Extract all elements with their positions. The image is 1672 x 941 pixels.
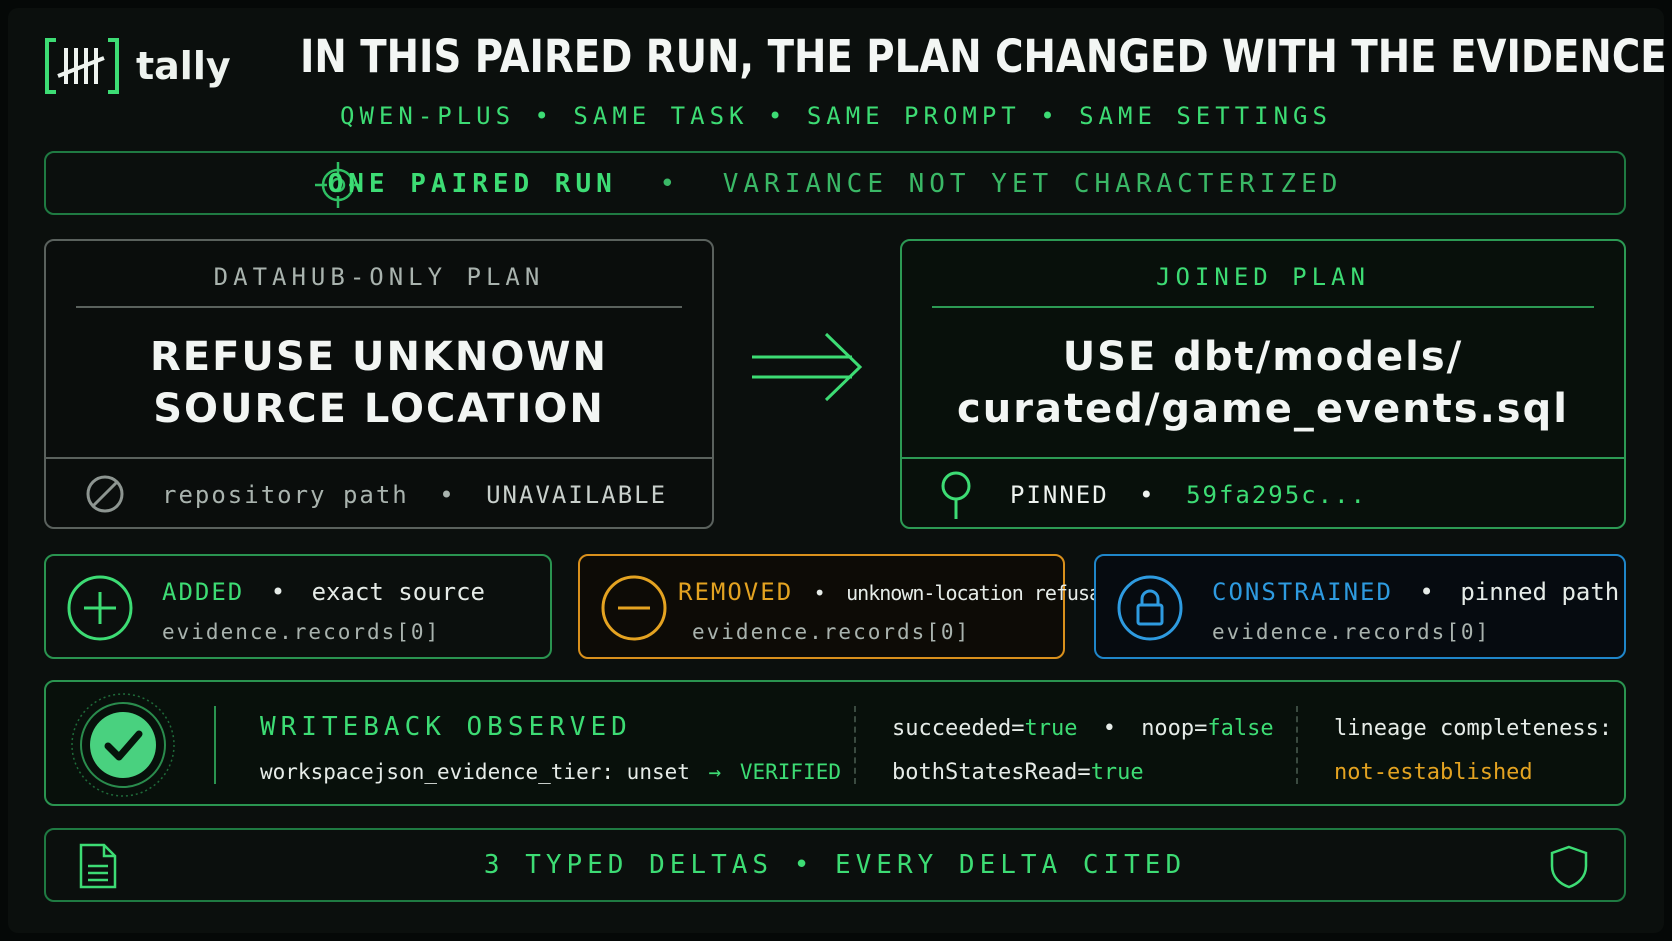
mid-separator: • bbox=[1102, 716, 1116, 741]
plan-footer: PINNED • 59fa295c... bbox=[902, 459, 1624, 529]
banner-soft: VARIANCE NOT YET CHARACTERIZED bbox=[722, 169, 1343, 199]
summary-footer: 3 TYPED DELTAS • EVERY DELTA CITED bbox=[44, 828, 1626, 902]
crosshair-icon bbox=[315, 162, 361, 208]
both-states-value: true bbox=[1090, 760, 1144, 785]
card-heading: JOINED PLAN bbox=[1156, 263, 1370, 291]
divider bbox=[902, 457, 1624, 459]
foot-separator: • bbox=[439, 481, 456, 509]
commit-hash: 59fa295c... bbox=[1186, 481, 1368, 509]
joined-plan-card: JOINED PLAN USE dbt/models/ curated/game… bbox=[900, 239, 1626, 529]
delta-tag: REMOVED bbox=[678, 578, 794, 606]
writeback-title: WRITEBACK OBSERVED bbox=[260, 712, 632, 742]
page-title: IN THIS PAIRED RUN, THE PLAN CHANGED WIT… bbox=[300, 30, 1667, 83]
delta-separator: • bbox=[813, 581, 826, 605]
plus-circle-icon bbox=[67, 575, 133, 641]
divider bbox=[854, 706, 856, 784]
delta-tag: CONSTRAINED bbox=[1212, 578, 1393, 606]
document-icon bbox=[79, 843, 117, 889]
plan-line-1: USE dbt/models/ bbox=[1062, 334, 1464, 380]
banner-strong: ONE PAIRED RUN bbox=[327, 169, 617, 199]
delta-ref: evidence.records[0] bbox=[692, 620, 971, 644]
divider bbox=[1296, 706, 1298, 784]
plan-body: USE dbt/models/ curated/game_events.sql bbox=[902, 331, 1624, 435]
delta-constrained-card: CONSTRAINED • pinned path evidence.recor… bbox=[1094, 554, 1626, 659]
noop-value: false bbox=[1207, 716, 1274, 741]
tier-from: unset bbox=[626, 760, 690, 784]
minus-circle-icon bbox=[601, 575, 667, 641]
divider bbox=[76, 306, 682, 308]
writeback-panel: WRITEBACK OBSERVED workspacejson_evidenc… bbox=[44, 680, 1626, 806]
foot-label: PINNED bbox=[1010, 481, 1109, 509]
plan-footer: repository path • UNAVAILABLE bbox=[46, 459, 712, 529]
delta-tag: ADDED bbox=[162, 578, 245, 606]
tally-bracket-icon bbox=[45, 38, 119, 94]
double-arrow-icon bbox=[752, 332, 863, 402]
run-banner: ONE PAIRED RUN • VARIANCE NOT YET CHARAC… bbox=[44, 151, 1626, 215]
both-states-key: bothStatesRead= bbox=[892, 760, 1091, 785]
succeeded-key: succeeded= bbox=[892, 716, 1025, 741]
brand-name: tally bbox=[136, 44, 231, 88]
noop-key: noop= bbox=[1141, 716, 1208, 741]
lineage-value: not-established bbox=[1334, 760, 1533, 785]
delta-added-card: ADDED • exact source evidence.records[0] bbox=[44, 554, 552, 659]
tier-field: workspacejson_evidence_tier: bbox=[260, 760, 615, 784]
delta-ref: evidence.records[0] bbox=[162, 620, 441, 644]
divider bbox=[46, 457, 712, 459]
foot-label: repository path bbox=[162, 481, 409, 509]
subtitle: QWEN-PLUS • SAME TASK • SAME PROMPT • SA… bbox=[340, 102, 1332, 130]
divider bbox=[932, 306, 1594, 308]
foot-separator: • bbox=[1139, 481, 1156, 509]
summary-text: 3 TYPED DELTAS • EVERY DELTA CITED bbox=[483, 850, 1187, 880]
prohibited-icon bbox=[86, 475, 124, 513]
delta-desc: pinned path bbox=[1460, 578, 1620, 606]
lineage-label: lineage completeness: bbox=[1334, 716, 1613, 741]
plan-body: REFUSE UNKNOWN SOURCE LOCATION bbox=[46, 331, 712, 435]
tier-arrow: → bbox=[708, 760, 722, 784]
pin-icon bbox=[941, 471, 971, 519]
datahub-plan-card: DATAHUB-ONLY PLAN REFUSE UNKNOWN SOURCE … bbox=[44, 239, 714, 529]
check-badge-icon bbox=[71, 693, 175, 797]
delta-separator: • bbox=[270, 578, 286, 606]
delta-desc: exact source bbox=[311, 578, 485, 606]
delta-removed-card: REMOVED • unknown-location refusal evide… bbox=[578, 554, 1112, 659]
succeeded-value: true bbox=[1024, 716, 1078, 741]
foot-value: UNAVAILABLE bbox=[486, 481, 668, 509]
delta-ref: evidence.records[0] bbox=[1212, 620, 1491, 644]
lock-icon bbox=[1117, 575, 1183, 641]
plan-line-2: SOURCE LOCATION bbox=[153, 386, 605, 432]
plan-line-1: REFUSE UNKNOWN bbox=[149, 334, 609, 380]
divider bbox=[214, 706, 216, 784]
plan-line-2: curated/game_events.sql bbox=[957, 386, 1569, 432]
delta-desc: unknown-location refusal bbox=[846, 581, 1112, 605]
shield-icon bbox=[1550, 845, 1588, 889]
tier-to: VERIFIED bbox=[739, 760, 842, 784]
delta-separator: • bbox=[1419, 578, 1434, 606]
card-heading: DATAHUB-ONLY PLAN bbox=[213, 263, 545, 291]
banner-separator: • bbox=[659, 169, 681, 199]
